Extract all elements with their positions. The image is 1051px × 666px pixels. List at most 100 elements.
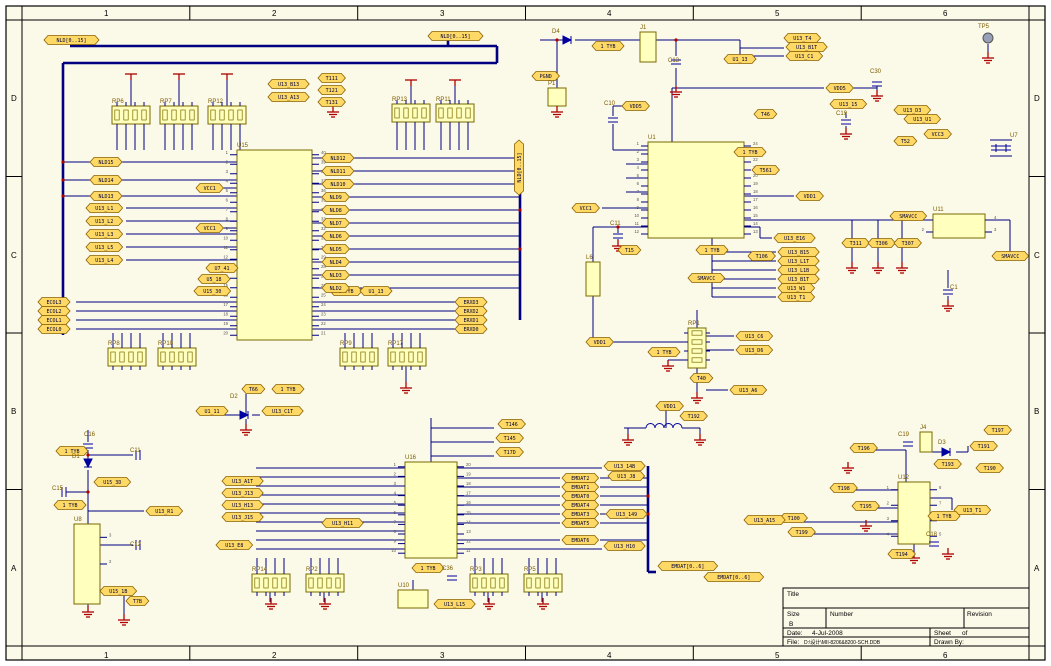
net-label-U13_C1[interactable]: U13_C1 (785, 51, 824, 61)
net-label-T121[interactable]: T121 (317, 85, 346, 95)
net-label-U13_149[interactable]: U13_149 (605, 509, 648, 519)
net-label-T198[interactable]: T198 (829, 483, 858, 493)
capacitor-symbol[interactable] (135, 540, 141, 550)
net-label-T146[interactable]: T146 (497, 419, 526, 429)
inductor-symbol[interactable] (645, 423, 683, 429)
ground-symbol[interactable] (846, 262, 858, 274)
net-label-EMDAT6[interactable]: EMDAT6 (561, 535, 600, 545)
net-label-U1_11[interactable]: U1_11 (195, 406, 229, 416)
net-label-NLD13[interactable]: NLD13 (89, 191, 123, 201)
net-label-ERXD0[interactable]: ERXD0 (454, 324, 488, 334)
net-label-VCC1[interactable]: VCC1 (195, 183, 224, 193)
ground-symbol[interactable] (871, 90, 883, 102)
capacitor-symbol[interactable] (872, 81, 882, 87)
net-label-U13_15[interactable]: U13_15 (829, 99, 868, 109)
net-label-U13_L5[interactable]: U13_L5 (85, 242, 124, 252)
net-label-VCC1[interactable]: VCC1 (571, 203, 600, 213)
designator-D4[interactable]: D4 (552, 29, 560, 35)
component-J4[interactable]: J4 (919, 425, 933, 453)
component-L6[interactable]: L6 (585, 255, 601, 297)
capacitor-symbol[interactable] (608, 117, 618, 123)
diode-symbol[interactable] (239, 410, 250, 420)
net-label-U13_T1[interactable]: U13_T1 (953, 505, 992, 515)
capacitor-symbol[interactable] (61, 487, 67, 497)
capacitor-symbol[interactable] (135, 450, 141, 460)
net-label-U13_L4[interactable]: U13_L4 (85, 255, 124, 265)
component-RP17[interactable]: RP17 (387, 341, 427, 370)
net-label-U7_41[interactable]: U7_41 (205, 263, 239, 273)
component-RP13[interactable]: RP13 (391, 97, 431, 126)
net-label-U15_30[interactable]: U15_30 (193, 286, 232, 296)
net-label-VDD5[interactable]: VDD5 (621, 101, 650, 111)
net-label-VDD1[interactable]: VDD1 (585, 337, 614, 347)
net-label-1-TYB[interactable]: 1 TYB (411, 563, 445, 573)
net-label-NLD2[interactable]: NLD2 (321, 283, 350, 293)
net-label-U13_L1[interactable]: U13_L1 (85, 203, 124, 213)
net-label-NLD10[interactable]: NLD10 (321, 179, 355, 189)
designator-D3[interactable]: D3 (938, 440, 946, 446)
net-label-ECOL2[interactable]: ECOL2 (37, 306, 71, 316)
net-label-U13_B1T[interactable]: U13_B1T (777, 274, 820, 284)
net-label-T131[interactable]: T131 (317, 97, 346, 107)
ground-symbol[interactable] (860, 520, 872, 532)
net-label-ERXD3[interactable]: ERXD3 (454, 297, 488, 307)
net-label-U13_A13[interactable]: U13_A13 (267, 92, 310, 102)
net-label-T306[interactable]: T306 (867, 238, 896, 248)
component-RP12[interactable]: RP12 (207, 99, 247, 128)
net-label-1-TYB[interactable]: 1 TYB (591, 41, 625, 51)
capacitor-symbol[interactable] (1001, 145, 1011, 151)
designator-C36[interactable]: C36 (442, 566, 454, 572)
net-label-T311[interactable]: T311 (841, 238, 870, 248)
net-label-1-TYB[interactable]: 1 TYB (53, 500, 87, 510)
net-label-NLD5[interactable]: NLD5 (321, 244, 350, 254)
ground-symbol[interactable] (840, 128, 852, 140)
net-label-U13_E16[interactable]: U13_E16 (773, 233, 816, 243)
net-label-EMDAT2[interactable]: EMDAT2 (561, 473, 600, 483)
component-RP9[interactable]: RP9 (339, 341, 379, 370)
net-label-SMAVCC[interactable]: SMAVCC (889, 211, 928, 221)
designator-C11[interactable]: C11 (610, 221, 621, 227)
net-label-T7B[interactable]: T7B (125, 596, 150, 606)
net-label-EMDAT1[interactable]: EMDAT1 (561, 482, 600, 492)
ground-symbol[interactable] (118, 614, 130, 626)
component-U15[interactable]: U151234567891011121314151617181920403938… (223, 143, 326, 341)
ground-symbol[interactable] (622, 434, 634, 446)
designator-C30[interactable]: C30 (870, 69, 882, 75)
net-label-T111[interactable]: T111 (317, 73, 346, 83)
net-label-U13_L15[interactable]: U13_L15 (433, 599, 476, 609)
net-label-ECOL3[interactable]: ECOL3 (37, 297, 71, 307)
net-label-U13_A6[interactable]: U13_A6 (729, 385, 768, 395)
component-RP11[interactable]: RP11 (435, 97, 475, 126)
net-label-1-TYB[interactable]: 1 TYB (695, 245, 729, 255)
net-label-VCC3[interactable]: VCC3 (923, 129, 952, 139)
component-U10[interactable]: U10 (397, 583, 429, 609)
component-RP6[interactable]: RP6 (111, 99, 151, 128)
net-label-1-TYB[interactable]: 1 TYB (647, 347, 681, 357)
net-label-EMDAT[0..6][interactable]: EMDAT[0..6] (703, 572, 765, 582)
capacitor-symbol[interactable] (991, 145, 1001, 151)
net-label-EMDAT0[interactable]: EMDAT0 (561, 491, 600, 501)
net-label-ECOL0[interactable]: ECOL0 (37, 324, 71, 334)
component-RP5[interactable]: RP5 (523, 567, 563, 596)
net-label-T561[interactable]: T561 (751, 165, 780, 175)
net-label-NLD3[interactable]: NLD3 (321, 270, 350, 280)
net-label-U5_18[interactable]: U5_18 (197, 274, 231, 284)
component-RP2[interactable]: RP2 (305, 567, 345, 596)
power-symbol[interactable] (173, 73, 185, 80)
ground-symbol[interactable] (483, 598, 495, 610)
net-label-U13_D3[interactable]: U13_D3 (893, 105, 932, 115)
designator-U7[interactable]: U7 (1010, 133, 1018, 139)
net-label-VDD5[interactable]: VDD5 (825, 83, 854, 93)
designator-C19[interactable]: C19 (898, 432, 910, 438)
net-label-T195[interactable]: T195 (851, 501, 880, 511)
ground-symbol[interactable] (327, 106, 339, 118)
net-label-NLD14[interactable]: NLD14 (89, 175, 123, 185)
ground-symbol[interactable] (265, 598, 277, 610)
ground-symbol[interactable] (691, 392, 703, 404)
test-point-TP5[interactable] (982, 32, 994, 44)
power-symbol[interactable] (449, 79, 461, 86)
net-label-U13_C6[interactable]: U13_C6 (735, 331, 774, 341)
power-symbol[interactable] (125, 73, 137, 80)
component-U11[interactable]: U111243 (922, 207, 997, 239)
net-label-1-TYB[interactable]: 1 TYB (55, 446, 89, 456)
